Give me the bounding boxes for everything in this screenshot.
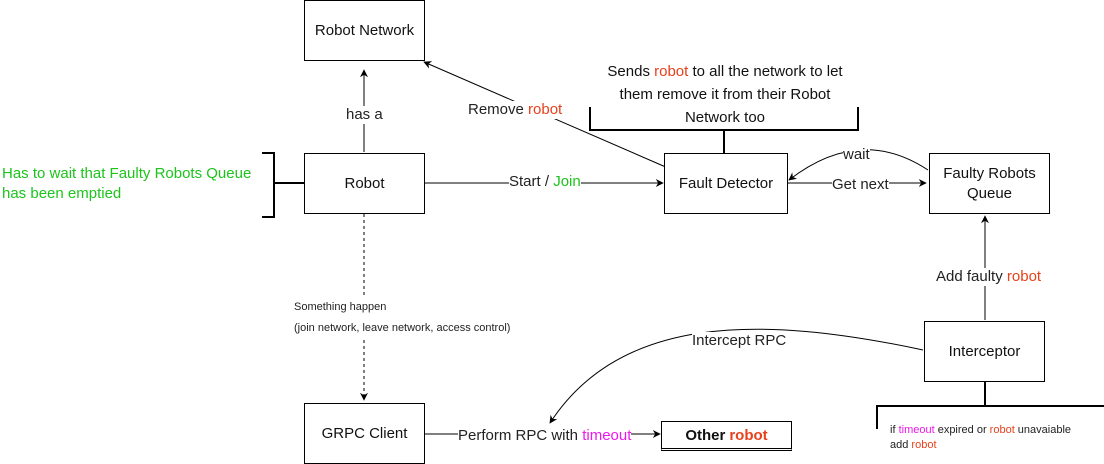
sends-note-line1: Sends robot to all the network to let <box>580 60 870 83</box>
sends-text-c: to all the network to let <box>688 63 843 80</box>
if-timeout-text: timeout <box>898 424 935 436</box>
interceptor-condition-note: if timeout expired or robot unavaiable a… <box>890 423 1072 453</box>
something-happen-line1: Something happen <box>294 301 387 313</box>
wait-queue-note-line1: Has to wait that Faulty Robots Queue <box>2 165 252 182</box>
add-faulty-robot-label: Add faulty robot <box>936 268 1042 286</box>
wait-label: wait <box>843 146 870 164</box>
if-unavailable-text: unavaiable <box>1014 424 1072 436</box>
condition-line1: if timeout expired or robot unavaiable <box>890 423 1071 438</box>
wait-queue-note: Has to wait that Faulty Robots Queue has… <box>2 164 251 204</box>
grpc-client-label: GRPC Client <box>321 425 408 442</box>
something-happen-label: Something happen (join network, leave ne… <box>294 297 511 339</box>
if-expired-text: expired or <box>934 424 990 436</box>
start-join-label: Start / Join <box>509 173 581 191</box>
add-faulty-robot-text: robot <box>1006 268 1042 285</box>
get-next-label: Get next <box>832 176 889 194</box>
has-a-label: has a <box>346 106 383 124</box>
sends-note-line2: them remove it from their Robot <box>619 86 831 103</box>
intercept-rpc-label: Intercept RPC <box>692 332 787 350</box>
sends-robot-text: robot <box>654 63 689 80</box>
something-happen-line2: (join network, leave network, access con… <box>294 322 511 334</box>
perform-rpc-label: Perform RPC with timeout <box>458 427 632 445</box>
note-bracket-interceptor <box>876 381 1104 429</box>
note-bracket-top <box>589 107 859 155</box>
sends-robot-note: Sends robot to all the network to let th… <box>580 60 870 129</box>
faulty-robots-queue-node[interactable]: Faulty Robots Queue <box>929 153 1050 214</box>
note-bracket-left <box>262 152 304 218</box>
robot-label: Robot <box>344 175 385 192</box>
remove-robot-text: robot <box>528 101 563 118</box>
remove-text: Remove <box>468 101 529 118</box>
sends-note-line3: Network too <box>684 109 766 126</box>
sends-text-a: Sends <box>607 63 655 80</box>
fault-detector-label: Fault Detector <box>678 175 774 192</box>
fault-detector-node[interactable]: Fault Detector <box>664 153 788 214</box>
faulty-queue-label-1: Faulty Robots <box>943 164 1036 182</box>
if-robot-text: robot <box>989 424 1015 436</box>
remove-robot-label: Remove robot <box>468 101 563 119</box>
perform-text: Perform RPC with <box>458 427 583 444</box>
condition-line2: add robot <box>890 438 1071 453</box>
add-text: add <box>890 439 912 451</box>
add-faulty-text: Add faulty <box>936 268 1007 285</box>
start-text: Start / <box>509 173 554 190</box>
if-text: if <box>890 424 899 436</box>
interceptor-label: Interceptor <box>948 343 1021 360</box>
robot-node[interactable]: Robot <box>304 153 425 214</box>
other-robot-node[interactable]: Other robot <box>661 421 792 451</box>
wait-queue-note-line2: has been emptied <box>2 185 122 202</box>
interceptor-node[interactable]: Interceptor <box>924 321 1045 382</box>
perform-timeout-text: timeout <box>582 427 632 444</box>
other-robot-label-b: robot <box>729 426 768 444</box>
faulty-queue-label-2: Queue <box>966 184 1013 202</box>
robot-network-label: Robot Network <box>314 22 415 39</box>
grpc-client-node[interactable]: GRPC Client <box>304 403 425 464</box>
other-robot-label-a: Other <box>685 426 726 444</box>
join-text: Join <box>553 173 581 190</box>
add-robot-text: robot <box>911 439 937 451</box>
robot-network-node[interactable]: Robot Network <box>304 0 425 61</box>
